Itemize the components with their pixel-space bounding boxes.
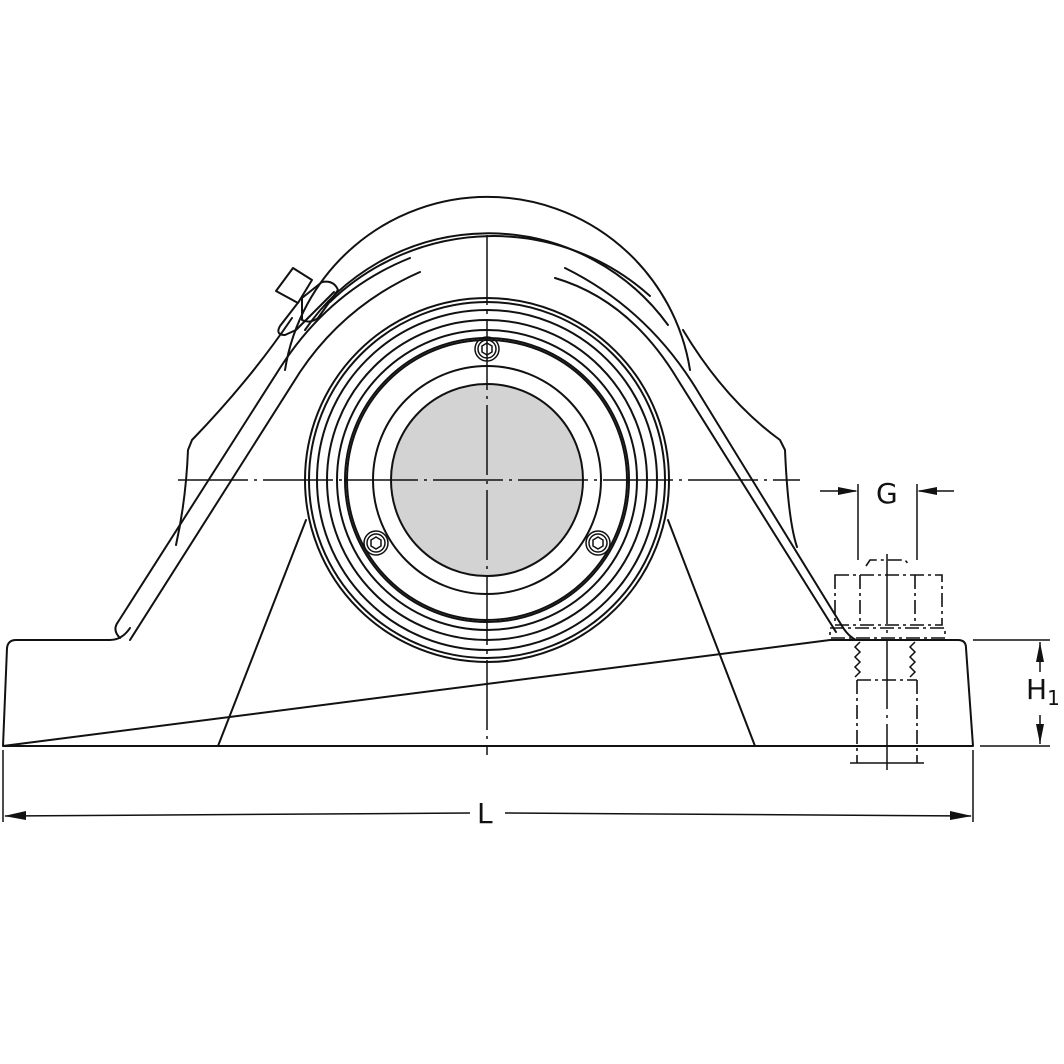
housing-shoulder-left <box>175 317 293 546</box>
housing-cap-left-inner <box>129 271 421 641</box>
housing-cap-right <box>564 267 857 641</box>
housing-top-arc-2 <box>304 232 669 331</box>
dimension-label-h1: H1 <box>1026 673 1060 710</box>
dimension-label-g: G <box>876 477 898 510</box>
pedestal-leg-right <box>667 519 756 747</box>
set-screw-left <box>363 530 389 556</box>
bolt-assembly <box>829 554 946 770</box>
grease-nipple <box>275 267 339 336</box>
housing-top-arc-outer <box>329 235 651 303</box>
housing-shoulder-right <box>682 329 798 548</box>
dimension-h1 <box>973 639 1050 747</box>
dimension-l <box>2 750 974 822</box>
set-screw-right <box>585 530 611 556</box>
housing-top-arc-3 <box>284 196 691 371</box>
pedestal-leg-left <box>217 519 307 747</box>
housing-cap-right-inner <box>554 277 837 633</box>
dimension-label-l: L <box>477 797 493 830</box>
housing-cap-left <box>114 257 411 639</box>
dimension-g <box>820 484 954 560</box>
housing-base <box>2 627 974 747</box>
